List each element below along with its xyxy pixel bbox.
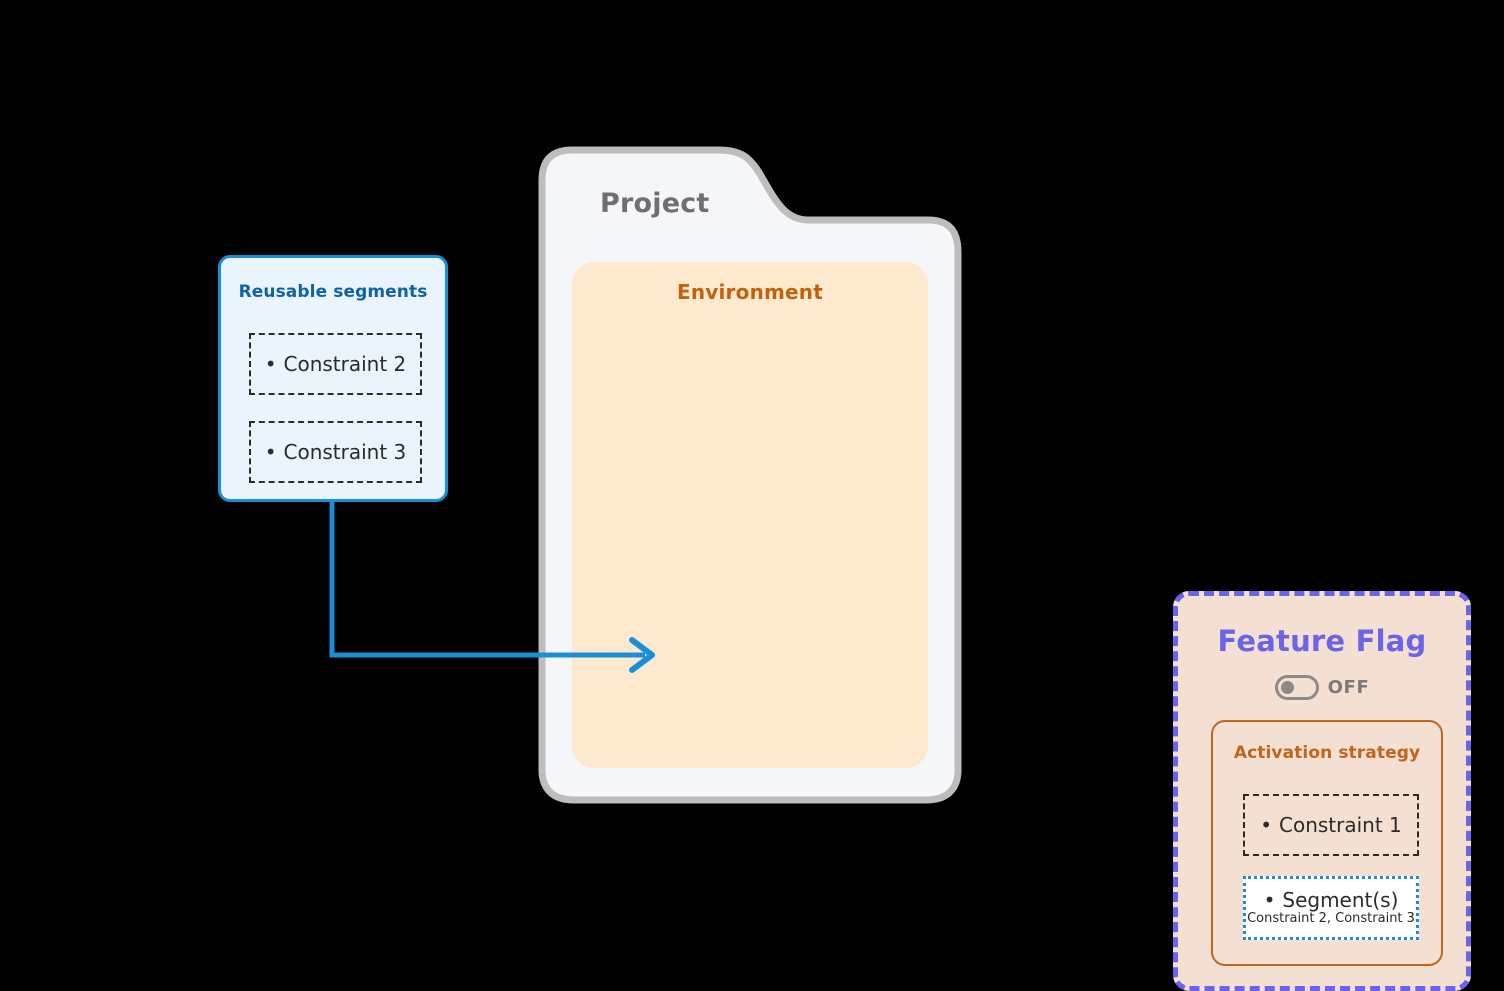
- activation-item-constraint-1: • Constraint 1: [1243, 794, 1419, 856]
- toggle-switch-off-icon[interactable]: [1274, 675, 1319, 700]
- reusable-item-constraint-3: • Constraint 3: [249, 421, 422, 483]
- activation-item-constraint-1-label: Constraint 1: [1279, 813, 1402, 837]
- reusable-segments-title: Reusable segments: [238, 282, 428, 302]
- bullet-icon: •: [1260, 813, 1272, 837]
- activation-strategy-box: Activation strategy • Constraint 1 • Seg…: [1211, 720, 1443, 966]
- environment-box: Environment Feature Flag OFF Activation …: [572, 262, 1471, 991]
- environment-title: Environment: [676, 280, 824, 304]
- reusable-item-constraint-3-label: Constraint 3: [283, 440, 407, 464]
- toggle-knob: [1280, 681, 1294, 694]
- reusable-item-constraint-2-label: Constraint 2: [283, 352, 407, 376]
- reusable-segments-card: Reusable segments • Constraint 2 • Const…: [218, 255, 448, 502]
- project-title: Project: [600, 188, 710, 219]
- activation-item-segments: • Segment(s) Constraint 2, Constraint 3: [1243, 876, 1419, 940]
- segments-main-row: • Segment(s): [1264, 889, 1399, 911]
- bullet-icon: •: [264, 352, 277, 376]
- toggle-state-label: OFF: [1327, 677, 1370, 698]
- activation-item-segments-label: Segment(s): [1282, 888, 1399, 913]
- activation-strategy-title: Activation strategy: [1233, 743, 1421, 763]
- feature-flag-title: Feature Flag: [1217, 624, 1427, 658]
- bullet-icon: •: [1263, 888, 1276, 913]
- feature-flag-box: Feature Flag OFF Activation strategy • C…: [1173, 591, 1471, 991]
- feature-flag-toggle-row[interactable]: OFF: [1178, 675, 1466, 700]
- reusable-item-constraint-2: • Constraint 2: [249, 333, 422, 395]
- activation-item-segments-detail: Constraint 2, Constraint 3: [1247, 911, 1415, 927]
- bullet-icon: •: [264, 440, 277, 464]
- diagram-canvas: Project Environment Feature Flag OFF Act…: [218, 146, 1471, 991]
